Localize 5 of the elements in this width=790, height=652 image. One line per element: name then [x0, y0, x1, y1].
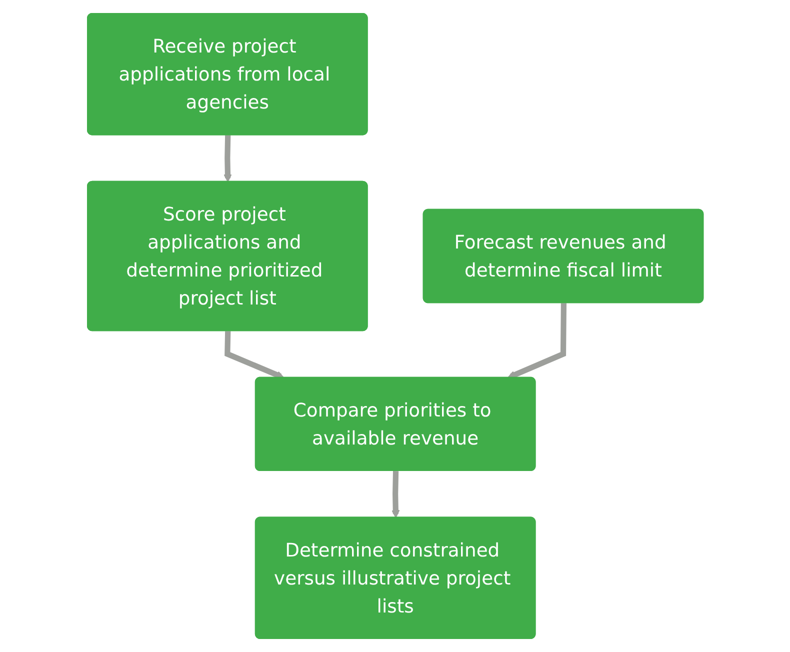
arrow	[224, 331, 284, 379]
flowchart-drawing: Receive project applications from local agencies Score project applications and determine prioritized project list Forecast revenues and determine fiscal limit Compare priorities to available revenue Determine constrained versus illustrative project lists	[80, 6, 710, 646]
arrow	[223, 135, 232, 182]
arrow	[391, 471, 400, 518]
arrow	[507, 303, 566, 379]
